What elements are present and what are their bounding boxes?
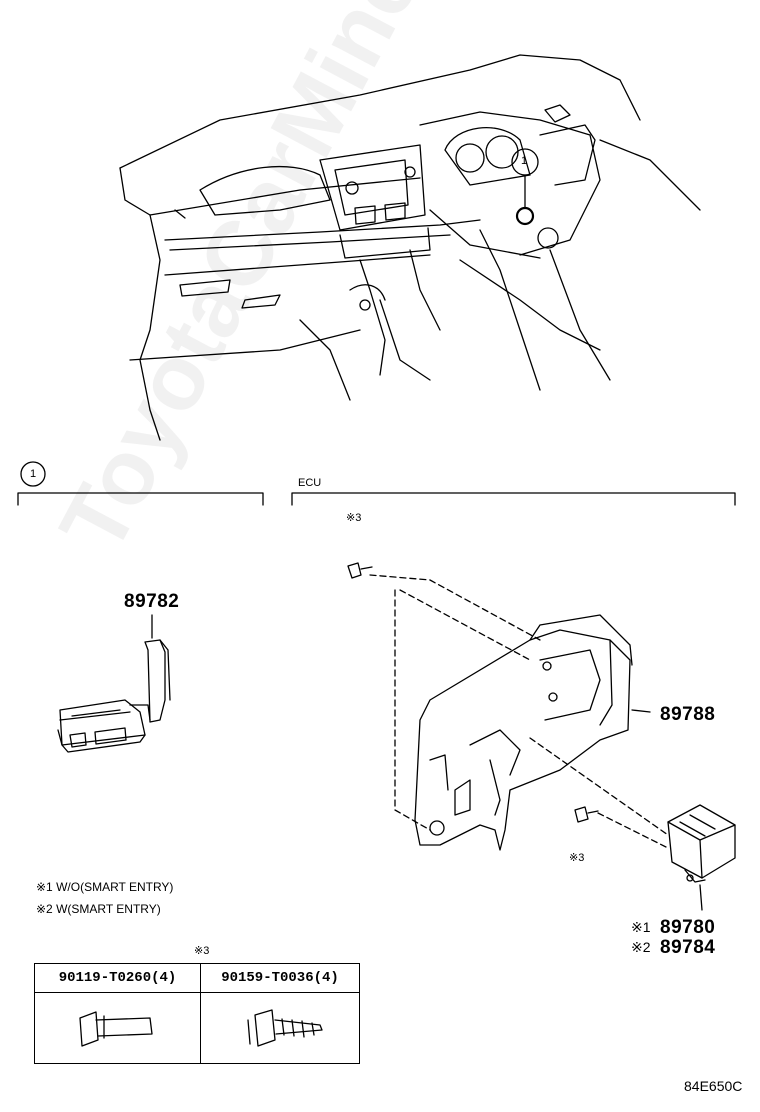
dashboard-illustration <box>119 54 701 441</box>
bolt-table-mark: ※3 <box>194 945 210 957</box>
part-number-89780[interactable]: 89780 <box>660 917 716 938</box>
part-89780-illustration <box>667 804 736 911</box>
legend-line-2: ※2 W(SMART ENTRY) <box>36 903 161 915</box>
bolt-col-2-image <box>200 992 360 1064</box>
part-89788-illustration <box>414 614 651 851</box>
bolt-table: 90119-T0260(4) 90159-T0036(4) <box>34 963 360 1064</box>
diagram-code: 84E650C <box>684 1078 743 1094</box>
bolt-illustrations <box>347 562 599 823</box>
section-left-label: 1 <box>30 468 37 480</box>
legend-mark-2: ※2 <box>36 902 53 916</box>
part-number-89782[interactable]: 89782 <box>124 591 180 612</box>
legend-text-1: W/O(SMART ENTRY) <box>56 880 174 894</box>
assembly-lines <box>369 574 669 849</box>
legend-text-2: W(SMART ENTRY) <box>56 902 161 916</box>
mark-bolt-bottom: ※3 <box>569 852 585 864</box>
part-number-89784[interactable]: 89784 <box>660 937 716 958</box>
section-brackets <box>17 461 736 506</box>
dashboard-callout-number: 1 <box>521 155 528 167</box>
legend-line-1: ※1 W/O(SMART ENTRY) <box>36 881 173 893</box>
bolt-col-1-image <box>34 992 201 1064</box>
mark-89784: ※2 <box>631 939 651 955</box>
bolt-col-1-header[interactable]: 90119-T0260(4) <box>34 963 201 993</box>
section-ecu-label: ECU <box>298 477 322 489</box>
legend-mark-1: ※1 <box>36 880 53 894</box>
mark-bolt-top: ※3 <box>346 512 362 524</box>
mark-89780: ※1 <box>631 919 651 935</box>
bolt-col-2-header[interactable]: 90159-T0036(4) <box>200 963 360 993</box>
part-number-89788[interactable]: 89788 <box>660 704 716 725</box>
part-89782-illustration <box>57 614 171 753</box>
